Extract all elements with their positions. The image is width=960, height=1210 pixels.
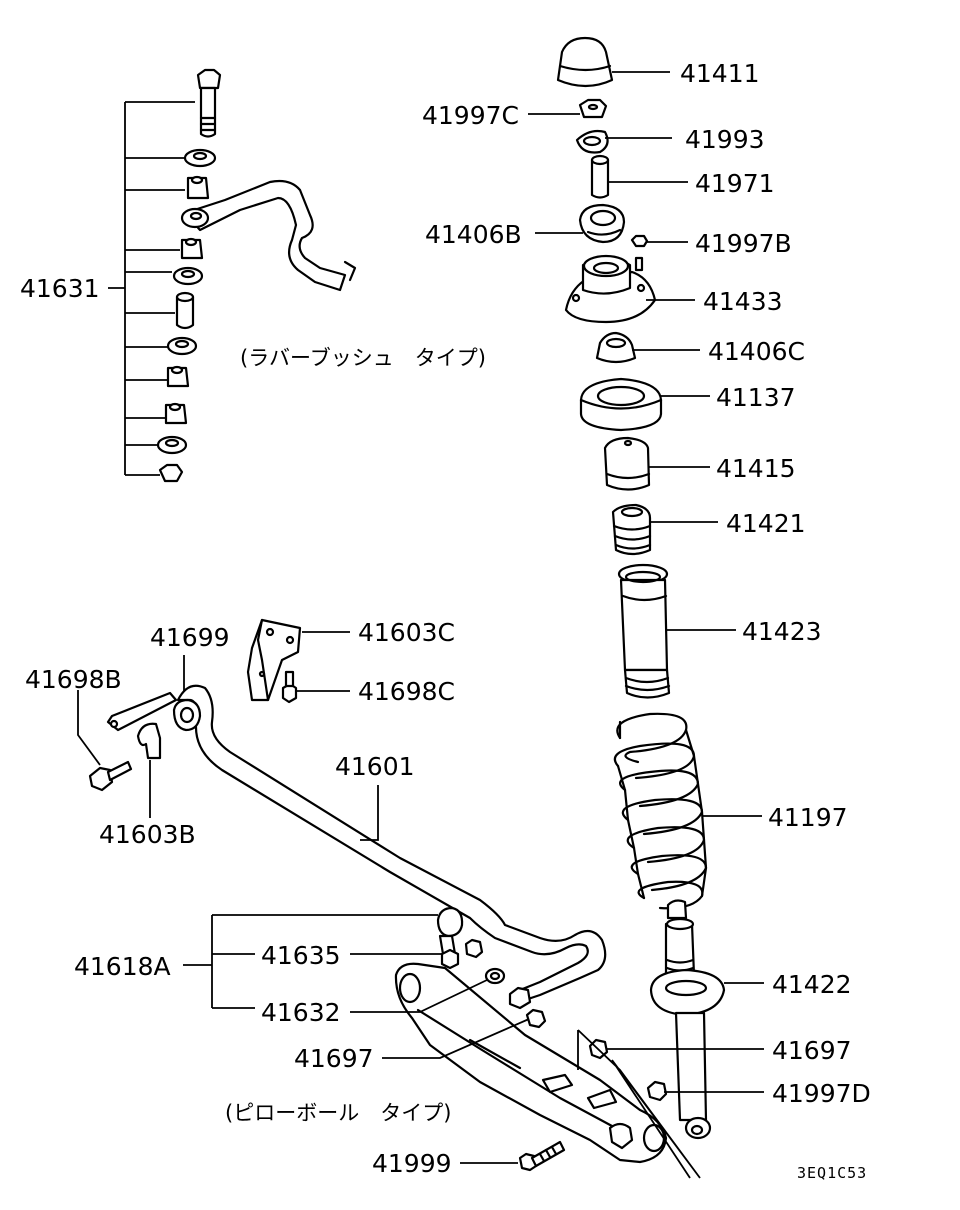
stabilizer-assembly (88, 618, 668, 1172)
label-41698b: 41698B (25, 665, 122, 694)
label-41137: 41137 (716, 383, 796, 412)
right-leaders (528, 71, 764, 1093)
label-41997b: 41997B (695, 229, 792, 258)
label-41406b: 41406B (425, 220, 522, 249)
label-41618a: 41618A (74, 952, 171, 981)
label-41631: 41631 (20, 274, 100, 303)
label-41601: 41601 (335, 752, 415, 781)
label-41423: 41423 (742, 617, 822, 646)
label-41197: 41197 (768, 803, 848, 832)
label-41698c: 41698C (358, 677, 455, 706)
label-41632: 41632 (261, 998, 341, 1027)
label-41699: 41699 (150, 623, 230, 652)
lower-leaders (77, 631, 701, 1179)
label-41993: 41993 (685, 125, 765, 154)
label-41697-right: 41697 (772, 1036, 852, 1065)
label-41999: 41999 (372, 1149, 452, 1178)
coil-spring (613, 712, 708, 910)
label-41415: 41415 (716, 454, 796, 483)
label-41971: 41971 (695, 169, 775, 198)
rubber-bush-stack (108, 68, 357, 483)
label-41421: 41421 (726, 509, 806, 538)
label-41433: 41433 (703, 287, 783, 316)
drawing-code: 3EQ1C53 (797, 1164, 867, 1182)
label-41997c: 41997C (422, 101, 519, 130)
strut-assembly (556, 36, 726, 1140)
note-rubber-bush-type: (ラバーブッシュ タイプ) (240, 346, 486, 370)
label-41603c: 41603C (358, 618, 455, 647)
label-41697-left: 41697 (294, 1044, 374, 1073)
label-41635: 41635 (261, 941, 341, 970)
label-41406c: 41406C (708, 337, 805, 366)
label-41603b: 41603B (99, 820, 196, 849)
note-pillow-ball-type: (ピローボール タイプ) (225, 1101, 451, 1125)
label-41411: 41411 (680, 59, 760, 88)
label-41997d: 41997D (772, 1079, 871, 1108)
label-41422: 41422 (772, 970, 852, 999)
